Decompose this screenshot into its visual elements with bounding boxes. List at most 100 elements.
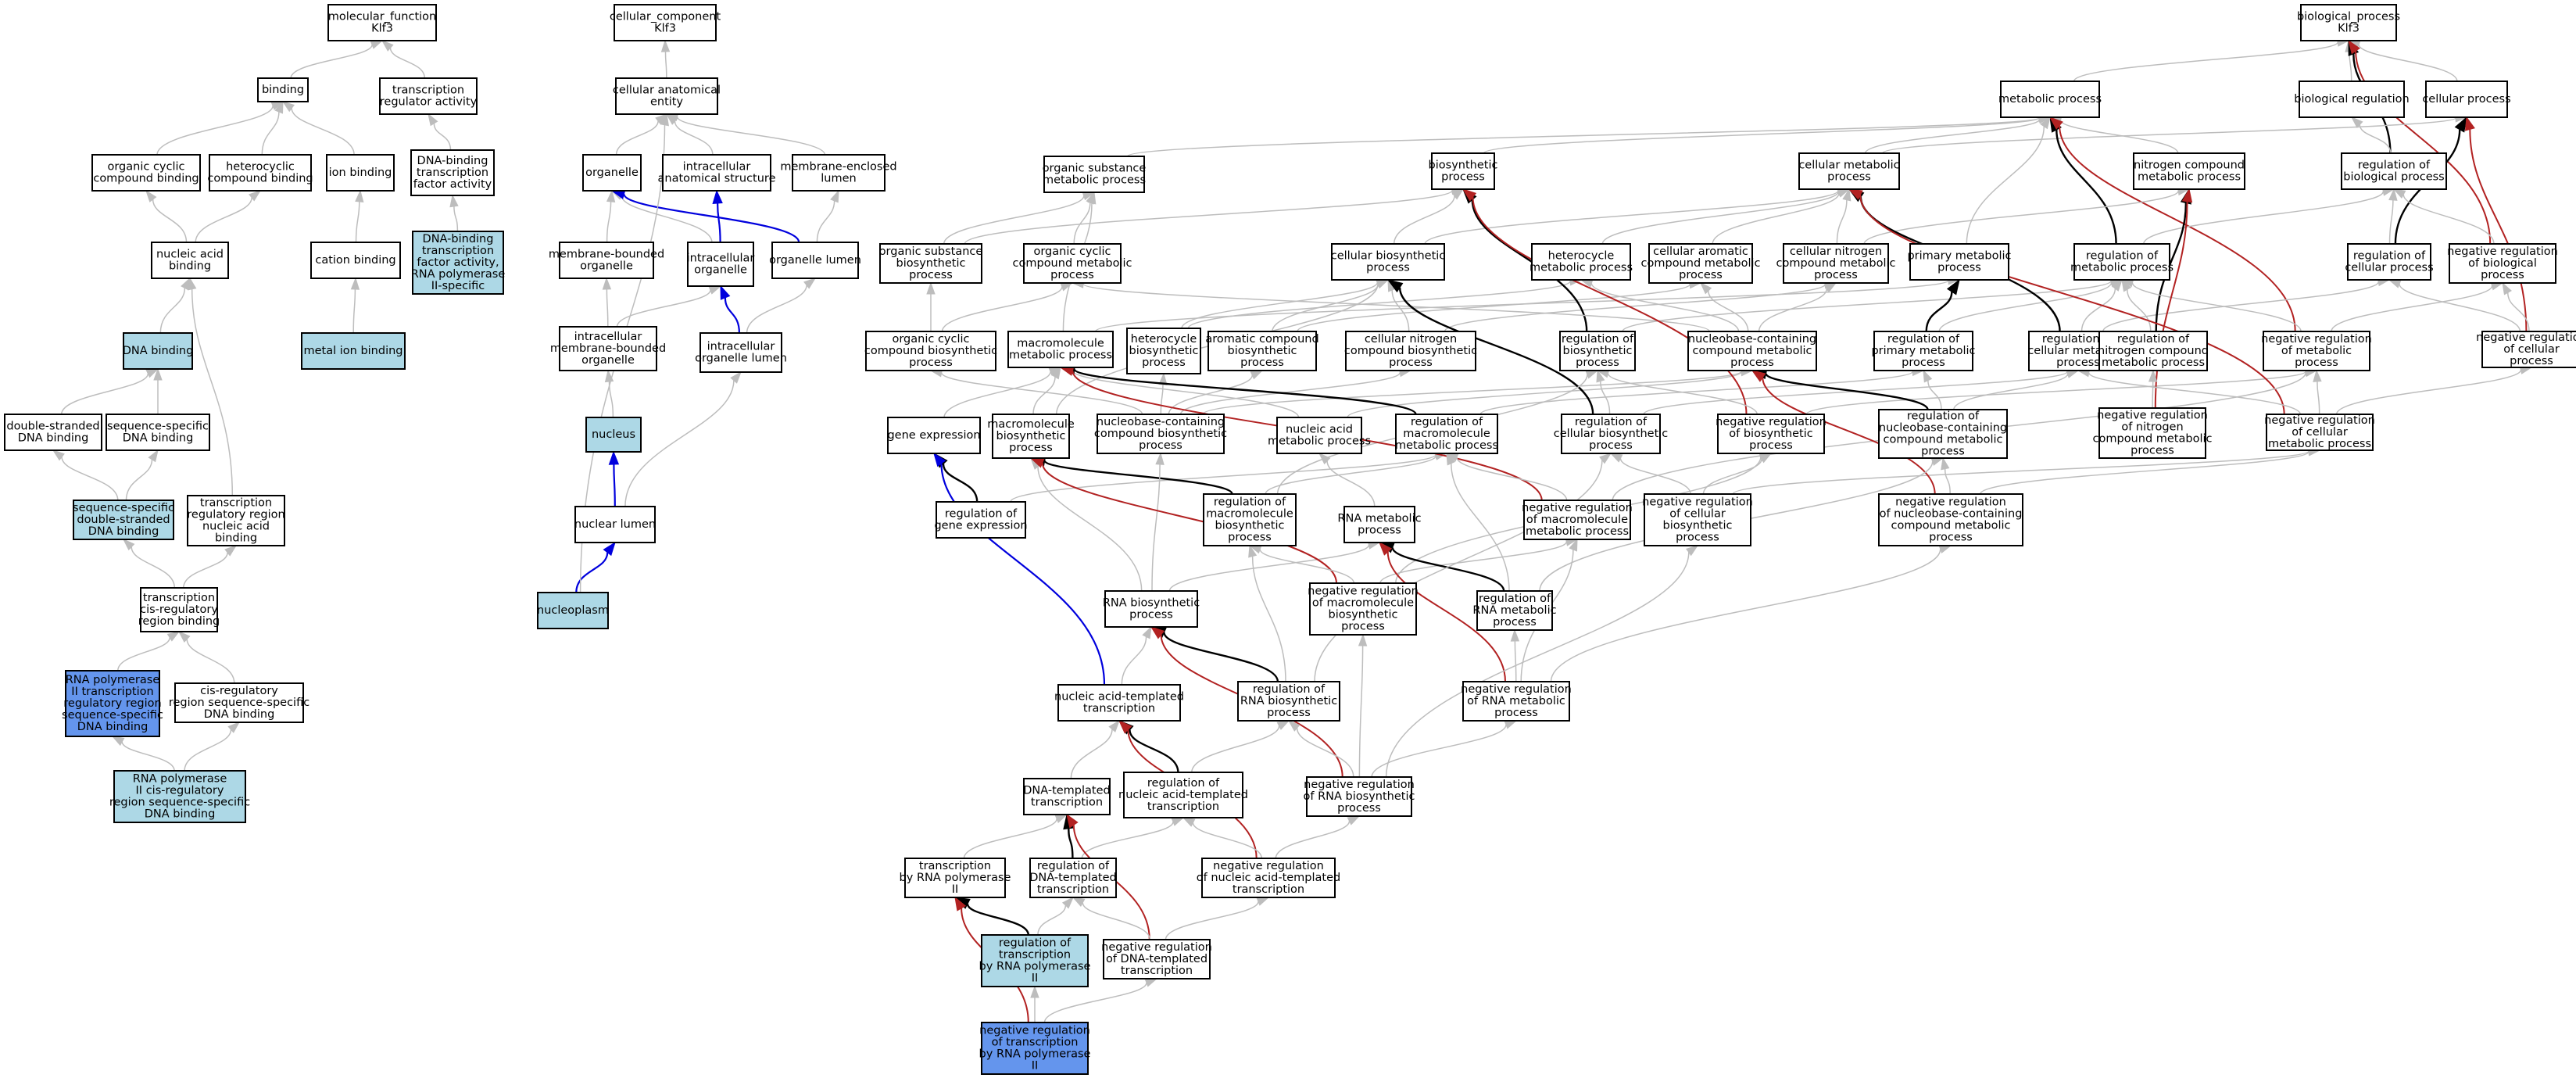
go-term-node-metp[interactable]: metabolic process xyxy=(1998,81,2102,118)
go-term-node-np[interactable]: nucleoplasm xyxy=(537,592,609,629)
node-label-line: process xyxy=(1240,356,1284,369)
go-term-node-breg[interactable]: biological regulation xyxy=(2294,81,2410,118)
go-term-node-mib[interactable]: metal ion binding xyxy=(301,332,406,370)
arrowhead xyxy=(830,189,839,203)
go-term-node-catb[interactable]: cation binding xyxy=(310,242,401,279)
go-term-node-rnbcmp[interactable]: regulation ofnucleobase-containingcompou… xyxy=(1878,409,2008,459)
edge-nrrnamp-to-rnamp xyxy=(1386,551,1506,682)
go-term-node-cellp[interactable]: cellular process xyxy=(2422,81,2511,118)
go-term-node-ol[interactable]: organelle lumen xyxy=(769,242,861,279)
go-term-node-nucleus[interactable]: nucleus xyxy=(585,417,642,453)
go-term-node-ionb[interactable]: ion binding xyxy=(326,154,395,192)
arrowhead xyxy=(1150,626,1165,639)
go-term-node-dnab[interactable]: DNA binding xyxy=(123,332,194,370)
go-term-node-ge[interactable]: gene expression xyxy=(887,417,981,454)
go-term-node-organelle[interactable]: organelle xyxy=(582,154,642,192)
go-term-node-nl[interactable]: nuclear lumen xyxy=(574,506,656,543)
go-term-node-binding[interactable]: binding xyxy=(257,77,309,102)
node-box xyxy=(1007,331,1114,368)
node-label-line: biosynthetic xyxy=(1429,159,1498,172)
go-term-node-rmbp[interactable]: regulation ofmacromoleculebiosyntheticpr… xyxy=(1203,493,1297,546)
